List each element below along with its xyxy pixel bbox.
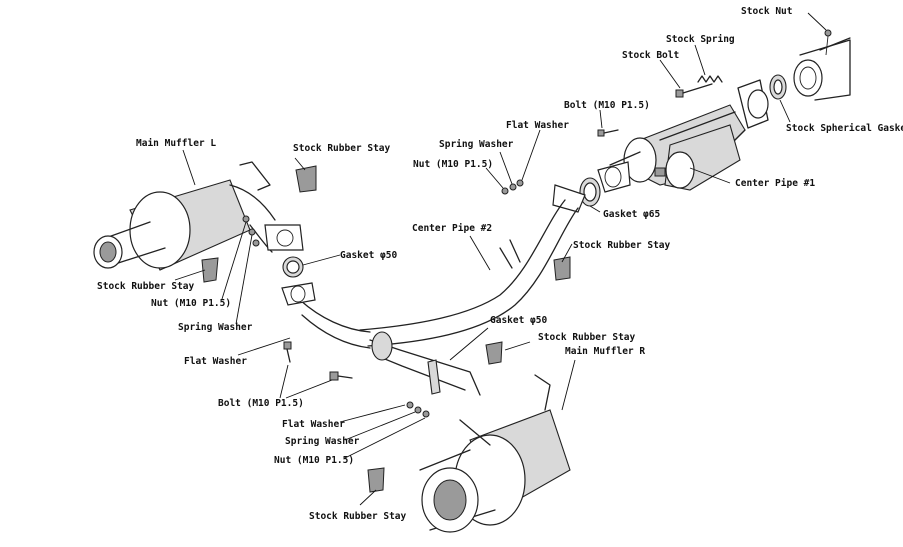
label-stock-nut: Stock Nut	[741, 6, 792, 17]
label-flat-washer-left: Flat Washer	[184, 356, 247, 367]
center-pipe-1	[609, 79, 769, 191]
rubber-stay-top	[295, 165, 317, 193]
gasket-50-lower	[427, 359, 441, 395]
bolt-bottom	[329, 371, 353, 381]
center-pipe-2	[299, 184, 586, 396]
label-stock-spherical-gasket: Stock Spherical Gasket	[786, 123, 903, 134]
main-muffler-r	[419, 374, 571, 533]
label-main-muffler-l: Main Muffler L	[136, 138, 216, 149]
label-main-muffler-r: Main Muffler R	[565, 346, 645, 357]
label-bolt-bottom: Bolt (M10 P1.5)	[218, 398, 304, 409]
labels: Stock Nut Stock Spring Stock Bolt Stock …	[97, 6, 903, 522]
label-stock-rubber-stay-left: Stock Rubber Stay	[97, 281, 195, 292]
washer-nut-left-stack	[242, 215, 260, 247]
label-nut-top: Nut (M10 P1.5)	[413, 159, 493, 170]
label-spring-washer-left: Spring Washer	[178, 322, 253, 333]
stock-spring	[697, 75, 723, 83]
rubber-stay-bottom	[367, 467, 385, 493]
label-stock-spring: Stock Spring	[666, 34, 735, 45]
label-bolt-top: Bolt (M10 P1.5)	[564, 100, 650, 111]
washer-nut-bottom-stack	[406, 401, 430, 418]
rubber-stay-left	[201, 257, 219, 283]
flange-center-pipe-1	[597, 161, 631, 193]
label-stock-rubber-stay-right: Stock Rubber Stay	[538, 332, 636, 343]
label-flat-washer-bottom: Flat Washer	[282, 419, 345, 430]
label-stock-rubber-stay-top: Stock Rubber Stay	[293, 143, 391, 154]
label-spring-washer-bottom: Spring Washer	[285, 436, 360, 447]
bolt-left-vertical	[283, 341, 292, 363]
bolt-top	[597, 129, 619, 137]
label-gasket-65: Gasket φ65	[603, 209, 660, 220]
label-center-pipe-1: Center Pipe #1	[735, 178, 815, 189]
stock-downpipe-flange	[793, 29, 851, 101]
stock-spherical-gasket	[769, 74, 787, 100]
label-stock-rubber-stay-bottom: Stock Rubber Stay	[309, 511, 407, 522]
gasket-65	[579, 177, 601, 207]
main-muffler-l	[93, 161, 304, 271]
label-center-pipe-2: Center Pipe #2	[412, 223, 492, 234]
label-spring-washer-top: Spring Washer	[439, 139, 514, 150]
rubber-stay-right	[485, 341, 503, 365]
label-nut-left: Nut (M10 P1.5)	[151, 298, 231, 309]
gasket-50-upper	[282, 256, 304, 278]
label-gasket-50-top: Gasket φ50	[340, 250, 397, 261]
label-stock-rubber-stay-mid: Stock Rubber Stay	[573, 240, 671, 251]
label-gasket-50-bottom: Gasket φ50	[490, 315, 547, 326]
washer-nut-top-stack	[501, 179, 524, 195]
flange-center-pipe-2	[281, 282, 316, 306]
label-stock-bolt: Stock Bolt	[622, 50, 679, 61]
label-nut-bottom: Nut (M10 P1.5)	[274, 455, 354, 466]
rubber-stay-mid	[553, 256, 571, 281]
stock-bolt	[675, 83, 713, 98]
leader-lines	[174, 12, 827, 506]
label-flat-washer-top: Flat Washer	[506, 120, 569, 131]
